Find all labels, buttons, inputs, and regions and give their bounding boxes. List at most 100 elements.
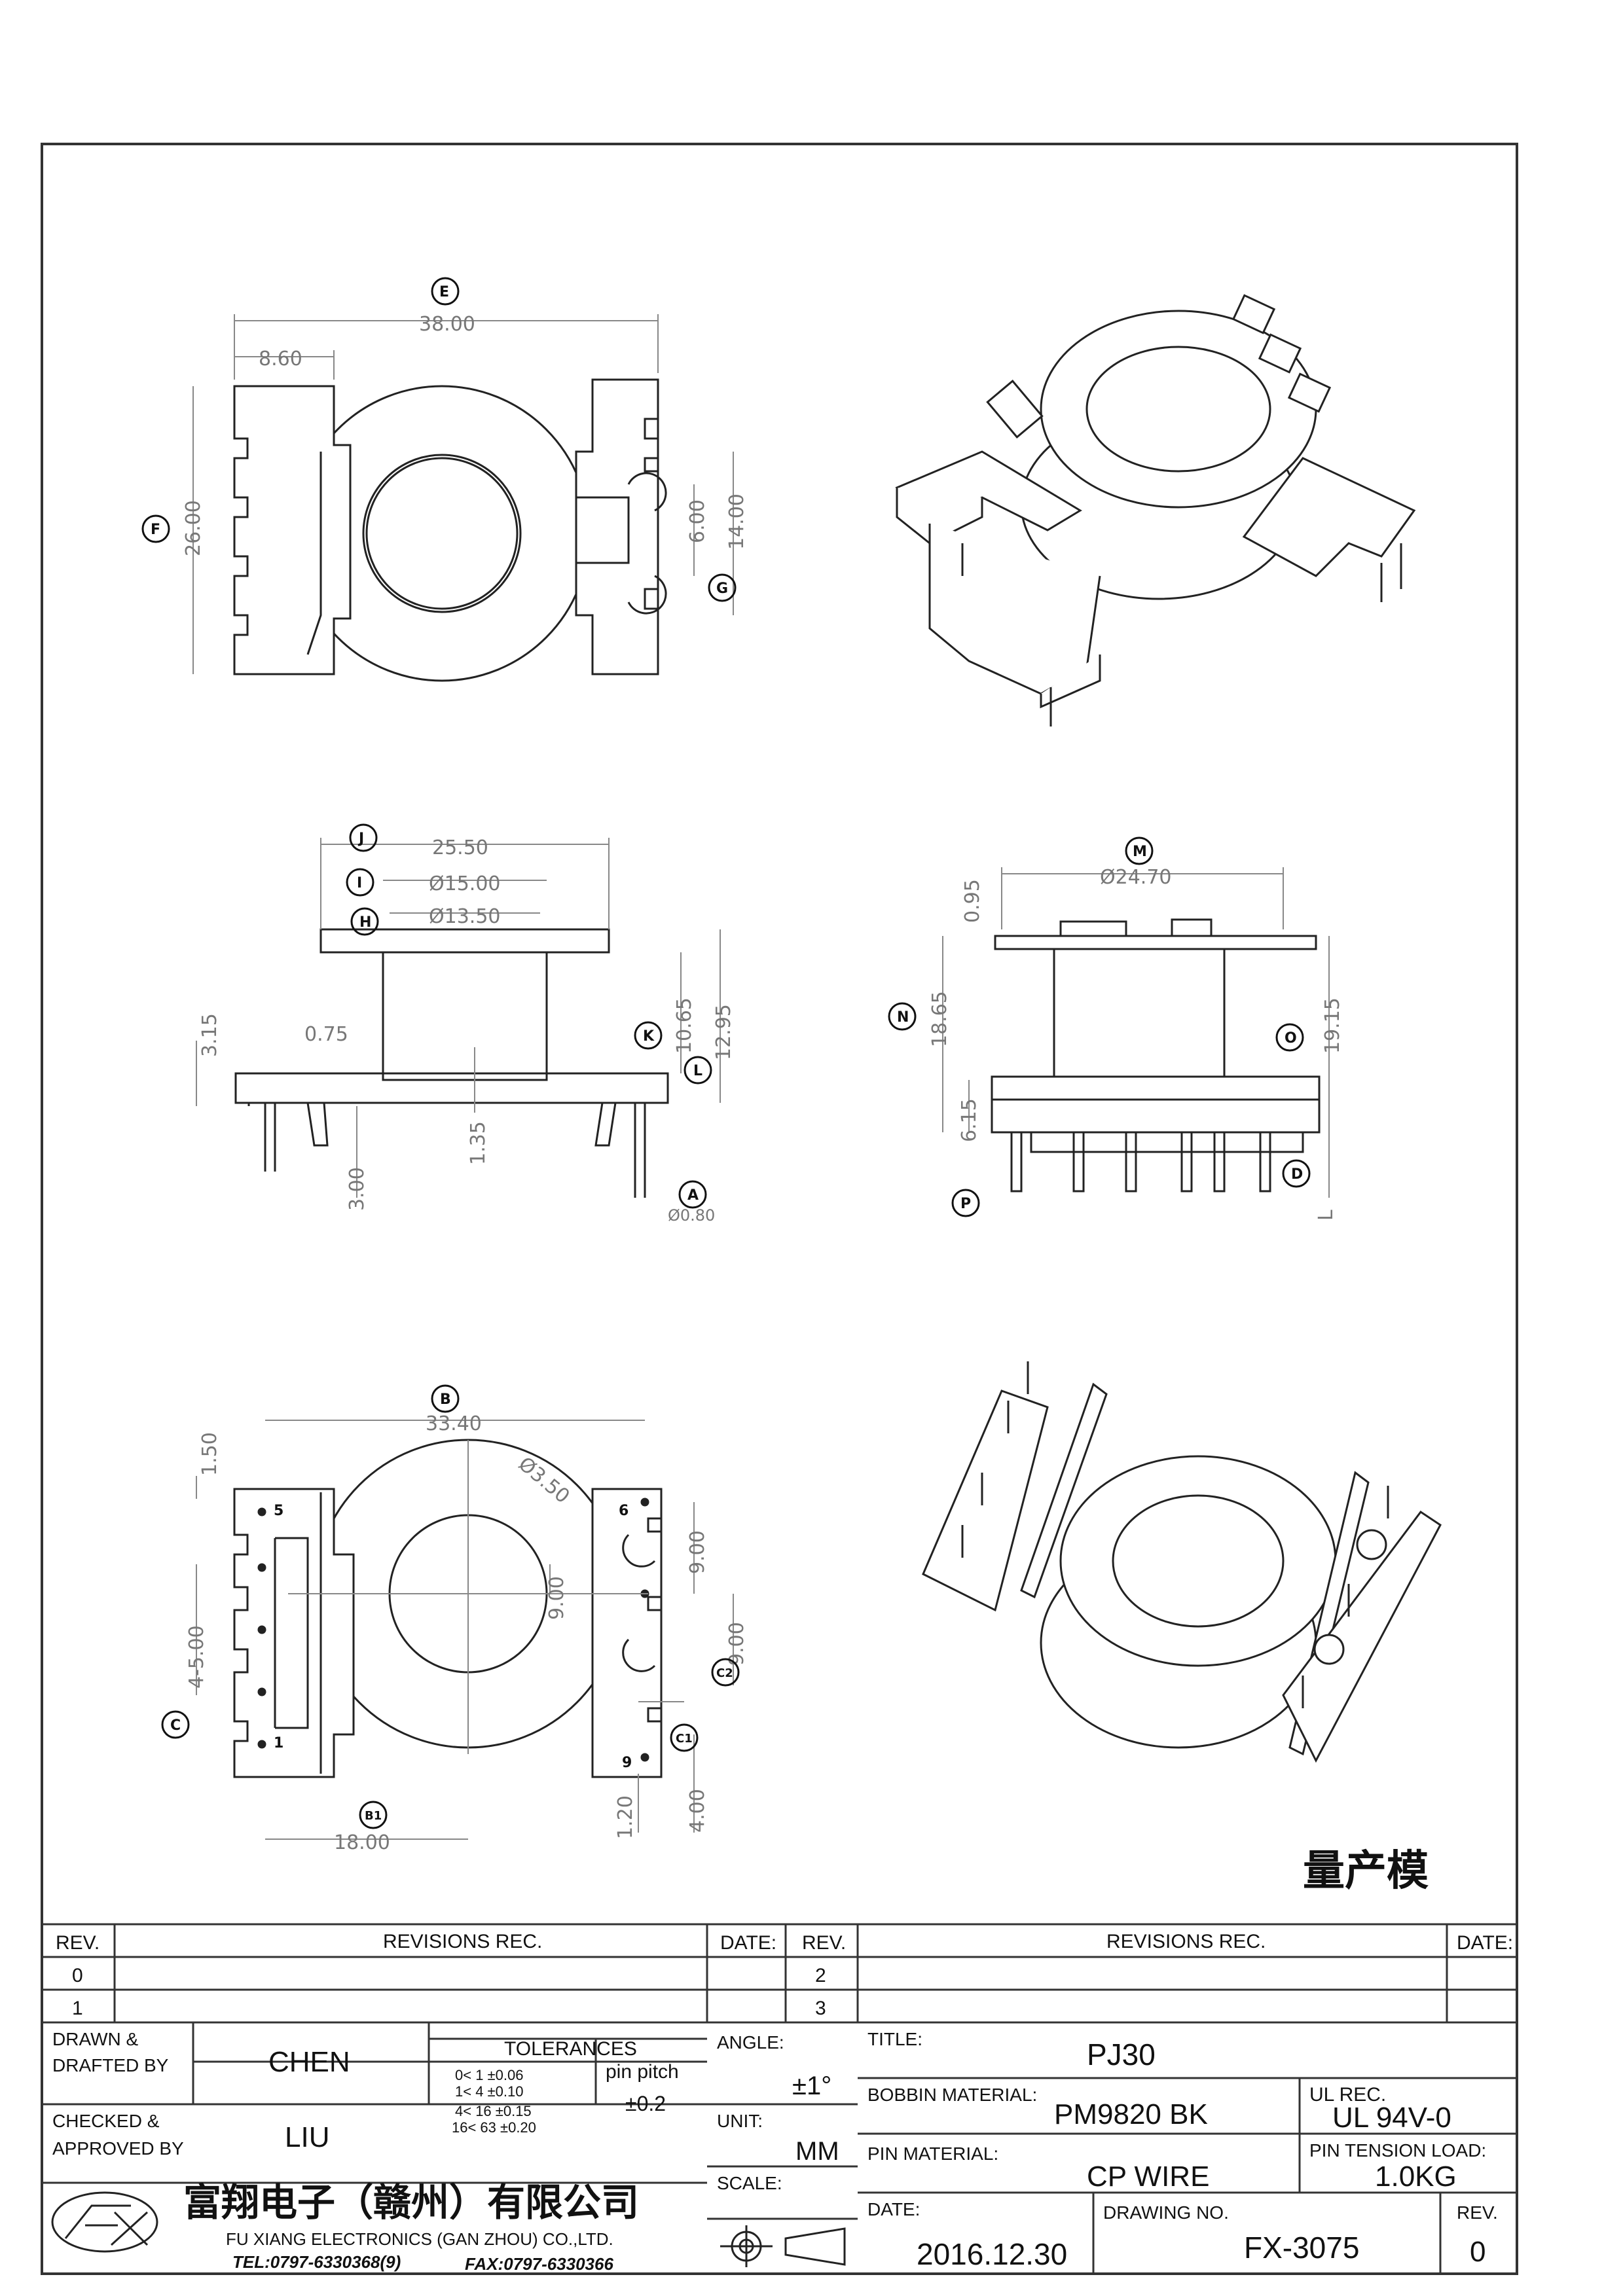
callout-P: P bbox=[951, 1189, 980, 1217]
callout-D: D bbox=[1282, 1159, 1311, 1188]
side-view bbox=[991, 918, 1321, 1193]
dim-L: 12.95 bbox=[712, 1004, 735, 1060]
dim-O: 19.15 bbox=[1321, 997, 1344, 1054]
dim-B1: 18.00 bbox=[334, 1831, 390, 1854]
dim-14: 14.00 bbox=[725, 493, 748, 550]
pin-1-label: 1 bbox=[274, 1735, 283, 1751]
callout-C1: C1 bbox=[670, 1723, 699, 1752]
tolerances-title: TOLERANCES bbox=[504, 2038, 637, 2060]
rev-header-right: REV. bbox=[802, 1932, 846, 1954]
dim-0-95: 0.95 bbox=[961, 879, 984, 923]
dim-1-35: 1.35 bbox=[467, 1121, 490, 1165]
callout-J: J bbox=[349, 823, 378, 852]
dim-9-00-a: 9.00 bbox=[545, 1576, 568, 1620]
rev-row-1: 1 bbox=[72, 1998, 83, 2019]
tolerance-row-2: 1< 4 ±0.10 bbox=[455, 2083, 523, 2100]
svg-text:C: C bbox=[170, 1717, 181, 1734]
pin-5-label: 5 bbox=[274, 1503, 283, 1519]
pin-material-value: CP WIRE bbox=[1087, 2161, 1209, 2193]
callout-E: E bbox=[431, 277, 460, 306]
rev-row-3: 3 bbox=[815, 1998, 826, 2019]
svg-text:I: I bbox=[357, 875, 362, 891]
svg-text:G: G bbox=[716, 581, 728, 597]
dim-H: Ø13.50 bbox=[429, 905, 501, 928]
projection-symbol bbox=[720, 2225, 846, 2267]
unit-value: MM bbox=[795, 2137, 839, 2166]
date-value: 2016.12.30 bbox=[917, 2237, 1067, 2271]
pin-tension-label: PIN TENSION LOAD: bbox=[1309, 2140, 1486, 2161]
company-name-cn: 富翔电子（赣州）有限公司 bbox=[183, 2180, 639, 2225]
date-header-right: DATE: bbox=[1457, 1932, 1513, 1954]
rev-row-0: 0 bbox=[72, 1965, 83, 1986]
ul-rec-label: UL REC. bbox=[1309, 2084, 1386, 2106]
drawn-by: CHEN bbox=[268, 2046, 350, 2078]
dim-9-00-c: 9.00 bbox=[725, 1622, 748, 1666]
dim-L-side: L bbox=[1315, 1210, 1338, 1221]
bottom-view bbox=[233, 1439, 663, 1778]
date-label: DATE: bbox=[867, 2199, 920, 2219]
checked-label-2: APPROVED BY bbox=[52, 2138, 184, 2159]
svg-text:K: K bbox=[643, 1028, 655, 1045]
ul-rec-value: UL 94V-0 bbox=[1332, 2102, 1451, 2134]
dim-0-75: 0.75 bbox=[304, 1023, 348, 1046]
title-label: TITLE: bbox=[867, 2029, 922, 2049]
callout-G: G bbox=[708, 573, 737, 602]
dim-I: Ø15.00 bbox=[429, 872, 501, 895]
company-name-en: FU XIANG ELECTRONICS (GAN ZHOU) CO.,LTD. bbox=[226, 2229, 613, 2249]
svg-text:F: F bbox=[151, 522, 160, 538]
tolerance-row-4: 16< 63 ±0.20 bbox=[452, 2119, 536, 2136]
callout-L: L bbox=[684, 1056, 712, 1085]
pin-pitch-value: ±0.2 bbox=[625, 2092, 666, 2115]
iso-view-top bbox=[895, 294, 1416, 726]
bottom-view-dims bbox=[196, 1420, 734, 1840]
callout-K: K bbox=[634, 1021, 663, 1050]
side-view-dims bbox=[942, 867, 1330, 1198]
svg-text:E: E bbox=[439, 284, 449, 300]
drawn-label-2: DRAFTED BY bbox=[52, 2055, 169, 2075]
callout-F: F bbox=[141, 514, 170, 543]
dim-A: Ø0.80 bbox=[668, 1206, 715, 1225]
pin-tension-value: 1.0KG bbox=[1375, 2161, 1457, 2193]
svg-text:B1: B1 bbox=[365, 1809, 382, 1823]
dim-G-6: 6.00 bbox=[686, 499, 709, 543]
company-fax: FAX:0797-6330366 bbox=[465, 2254, 613, 2274]
callout-I: I bbox=[346, 868, 374, 897]
svg-text:D: D bbox=[1291, 1166, 1303, 1183]
callout-C2: C2 bbox=[711, 1658, 740, 1687]
callout-O: O bbox=[1275, 1023, 1304, 1052]
svg-text:A: A bbox=[687, 1187, 699, 1204]
callout-A: A bbox=[678, 1180, 707, 1209]
front-view-dims bbox=[196, 838, 721, 1198]
callout-C: C bbox=[161, 1710, 190, 1739]
svg-text:L: L bbox=[693, 1063, 702, 1079]
dim-N: 18.65 bbox=[928, 991, 951, 1047]
rev-row-2: 2 bbox=[815, 1965, 826, 1986]
svg-text:J: J bbox=[357, 831, 364, 847]
dim-9-00-b: 9.00 bbox=[686, 1530, 709, 1574]
checked-label-1: CHECKED & bbox=[52, 2111, 160, 2131]
revision-table bbox=[42, 1923, 1517, 2024]
rev-header-left: REV. bbox=[56, 1932, 100, 1954]
tolerance-row-3: 4< 16 ±0.15 bbox=[455, 2103, 532, 2119]
dim-B: 33.40 bbox=[426, 1412, 482, 1435]
callout-M: M bbox=[1125, 836, 1154, 865]
callout-N: N bbox=[888, 1002, 917, 1031]
rec-header-left: REVISIONS REC. bbox=[383, 1931, 542, 1952]
svg-text:H: H bbox=[359, 914, 371, 931]
drawing-no-value: FX-3075 bbox=[1244, 2231, 1359, 2265]
rev-label-block: REV. bbox=[1457, 2202, 1498, 2223]
dim-E: 38.00 bbox=[419, 313, 475, 336]
dim-1-20: 1.20 bbox=[614, 1795, 637, 1839]
company-tel: TEL:0797-6330368(9) bbox=[232, 2252, 401, 2272]
top-view-dims bbox=[192, 314, 734, 674]
production-stamp: 量产模 bbox=[1303, 1846, 1429, 1895]
top-view bbox=[233, 378, 667, 682]
pin-9-label: 9 bbox=[622, 1755, 632, 1771]
drawing-no-label: DRAWING NO. bbox=[1103, 2202, 1229, 2223]
svg-text:M: M bbox=[1133, 844, 1147, 860]
dim-3-00: 3.00 bbox=[346, 1167, 369, 1211]
front-view bbox=[234, 928, 669, 1198]
dim-width-8-60: 8.60 bbox=[259, 348, 302, 370]
svg-text:C1: C1 bbox=[676, 1732, 693, 1746]
